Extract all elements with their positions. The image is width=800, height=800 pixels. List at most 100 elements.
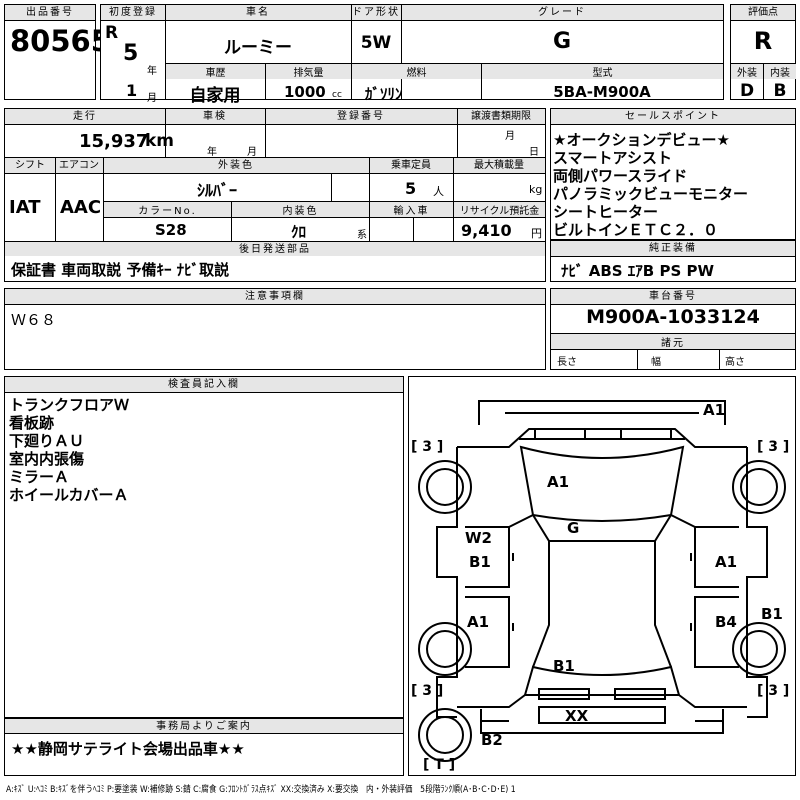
mileage: 15,937 <box>79 131 149 152</box>
office-box: 事務局よりご案内 ★★静岡サテライト会場出品車★★ <box>4 718 404 776</box>
interior-label: 内装 <box>764 64 796 79</box>
tire-front-right: [ 3 ] <box>757 439 790 455</box>
inspector-line: 室内内張傷 <box>9 450 85 468</box>
mark-g: G <box>567 519 580 537</box>
mark-w2: W2 <box>465 529 492 547</box>
spec-height: 高さ <box>725 357 745 368</box>
car-diagram-svg <box>418 400 786 762</box>
spec-width: 幅 <box>651 357 661 368</box>
tire-front-left: [ 3 ] <box>411 439 444 455</box>
mark-b1-left: B1 <box>469 553 491 571</box>
sales-point: ★オークションデビュー★ <box>553 131 730 149</box>
notes-box: 注意事項欄 Ｗ６８ <box>4 288 546 370</box>
exterior: D <box>739 81 755 101</box>
int-unit: 系 <box>357 230 367 241</box>
car-name-label: 車名 <box>165 5 351 21</box>
car-name: ルーミー <box>224 38 292 58</box>
capacity-label: 乗車定員 <box>369 158 453 174</box>
inspector-line: ミラーＡ <box>9 468 70 486</box>
sales-box: セールスポイント ★オークションデビュー★ スマートアシスト 両側パワースライド… <box>550 108 796 240</box>
sales-point: パノラミックビューモニター <box>553 185 749 203</box>
details-box: 走行 車検 登録番号 譲渡書類期限 15,937 km 年 月 月 日 シフト … <box>4 108 546 258</box>
mileage-label: 走行 <box>5 109 165 125</box>
import-label: 輸入車 <box>370 202 453 218</box>
model: 5BA-M900A <box>553 83 651 101</box>
mark-b2: B2 <box>481 731 503 749</box>
inspector-box: 検査員記入欄 トランクフロアＷ 看板跡 下廻りＡＵ 室内内張傷 ミラーＡ ホイー… <box>4 376 404 718</box>
insp-month-unit: 月 <box>247 147 257 158</box>
mark-a1-right: A1 <box>715 553 738 571</box>
capacity: 5 <box>405 179 417 198</box>
sales-point: ビルトインＥＴＣ２．０ <box>553 221 719 239</box>
legend: A:ｷｽﾞ U:ﾍｺﾐ B:ｷｽﾞを伴うﾍｺﾐ P:要塗装 W:補修跡 S:錆 … <box>6 785 516 795</box>
interior: B <box>773 81 787 101</box>
mark-b1-roof: B1 <box>553 657 575 675</box>
sales-label: セールスポイント <box>551 109 795 125</box>
fuel: ｶﾞｿﾘﾝ <box>365 85 403 103</box>
recycle-unit: 円 <box>531 227 542 240</box>
door-label: ドア形状 <box>351 5 401 21</box>
chassis-box: 車台番号 M900A-1033124 諸元 長さ 幅 高さ <box>550 288 796 370</box>
max-load-label: 最大積載量 <box>453 158 545 174</box>
sales-point: シートヒーター <box>553 203 659 221</box>
reg-year: 5 <box>123 41 139 66</box>
model-label: 型式 <box>482 64 723 79</box>
reg-no-label: 登録番号 <box>265 109 457 125</box>
sales-list: ★オークションデビュー★ スマートアシスト 両側パワースライド パノラミックビュ… <box>553 131 748 239</box>
year-unit: 年 <box>147 66 157 77</box>
displacement-unit: cc <box>332 90 342 100</box>
equip-box: 純正装備 ﾅﾋﾞ ABS ｴｱB PS PW <box>550 240 796 282</box>
recycle-label: リサイクル預託金 <box>454 202 545 218</box>
later-parts-box: 保証書 車両取説 予備ｷｰ ﾅﾋﾞ取説 <box>4 256 546 282</box>
car-outline <box>418 400 786 762</box>
insp-year-unit: 年 <box>207 147 217 158</box>
notes-label: 注意事項欄 <box>5 289 545 305</box>
notes: Ｗ６８ <box>11 311 57 329</box>
spec-label: 諸元 <box>551 334 795 350</box>
mark-a1-top: A1 <box>703 401 726 419</box>
ext-color-label: 外装色 <box>103 158 369 174</box>
lot-label: 出品番号 <box>5 5 95 21</box>
sales-point: 両側パワースライド <box>553 167 688 185</box>
exterior-label: 外装 <box>731 64 763 79</box>
mark-b4: B4 <box>715 613 737 631</box>
month-unit: 月 <box>147 93 157 104</box>
mark-a1-hood: A1 <box>547 473 570 491</box>
transfer-label: 譲渡書類期限 <box>457 109 545 125</box>
chassis-label: 車台番号 <box>551 289 795 305</box>
mileage-unit: km <box>145 131 175 151</box>
transfer-month: 月 <box>505 131 515 142</box>
inspection-label: 車検 <box>165 109 265 125</box>
spec-length: 長さ <box>557 357 577 368</box>
spare-tire: [ T ] <box>423 757 456 773</box>
score-box: 評価点 R 外装 内装 D B <box>730 4 796 101</box>
ac-label: エアコン <box>55 158 103 174</box>
shift-label: シフト <box>5 158 55 174</box>
capacity-unit: 人 <box>433 185 444 198</box>
reg-month: 1 <box>126 81 138 100</box>
door: 5W <box>360 33 392 53</box>
mark-b1-right: B1 <box>761 605 783 623</box>
office-note: ★★静岡サテライト会場出品車★★ <box>11 740 245 758</box>
ac: AAC <box>60 197 102 218</box>
inspector-list: トランクフロアＷ 看板跡 下廻りＡＵ 室内内張傷 ミラーＡ ホイールカバーＡ <box>9 396 129 504</box>
tire-rear-right: [ 3 ] <box>757 683 790 699</box>
inspector-label: 検査員記入欄 <box>5 377 403 393</box>
era: R <box>105 23 119 43</box>
mark-xx: XX <box>565 707 589 725</box>
lot-box: 出品番号 80565 <box>4 4 111 100</box>
inspector-line: 下廻りＡＵ <box>9 432 85 450</box>
vehicle-box: 初度登録 車名 ドア形状 グレード R 5 年 1 月 ルーミー 5W G 車歴… <box>100 4 724 106</box>
car-diagram-box: A1 A1 G W2 B1 A1 A1 B4 B1 B1 XX B2 [ 3 ]… <box>408 376 796 776</box>
later-parts-label: 後日発送部品 <box>5 242 545 258</box>
color-no-label: カラーNo. <box>104 202 231 218</box>
history-label: 車歴 <box>166 64 265 79</box>
chassis: M900A-1033124 <box>586 306 760 328</box>
score: R <box>753 27 773 55</box>
grade: G <box>552 29 572 54</box>
sales-point: スマートアシスト <box>553 149 672 167</box>
fuel-label: 燃料 <box>352 64 481 79</box>
transfer-day: 日 <box>529 147 539 158</box>
displacement: 1000 <box>284 83 326 101</box>
inspector-line: トランクフロアＷ <box>9 396 130 414</box>
